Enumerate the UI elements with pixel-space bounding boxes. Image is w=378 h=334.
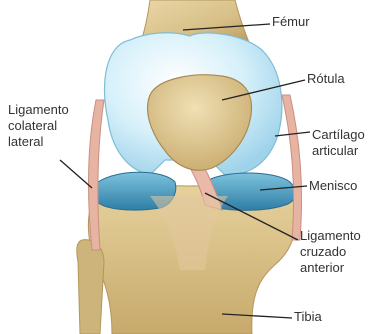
fibula-bone <box>77 240 104 334</box>
label-ligamento-lateral: Ligamento colateral lateral <box>8 102 69 150</box>
leader-ligamento-lateral <box>60 160 92 188</box>
label-menisco: Menisco <box>309 178 357 194</box>
label-tibia: Tibia <box>294 309 322 325</box>
label-rotula: Rótula <box>307 71 345 87</box>
label-ligamento-cruzado: Ligamento cruzado anterior <box>300 228 361 276</box>
label-cartilago: Cartílago articular <box>312 127 365 159</box>
label-femur: Fémur <box>272 14 310 30</box>
